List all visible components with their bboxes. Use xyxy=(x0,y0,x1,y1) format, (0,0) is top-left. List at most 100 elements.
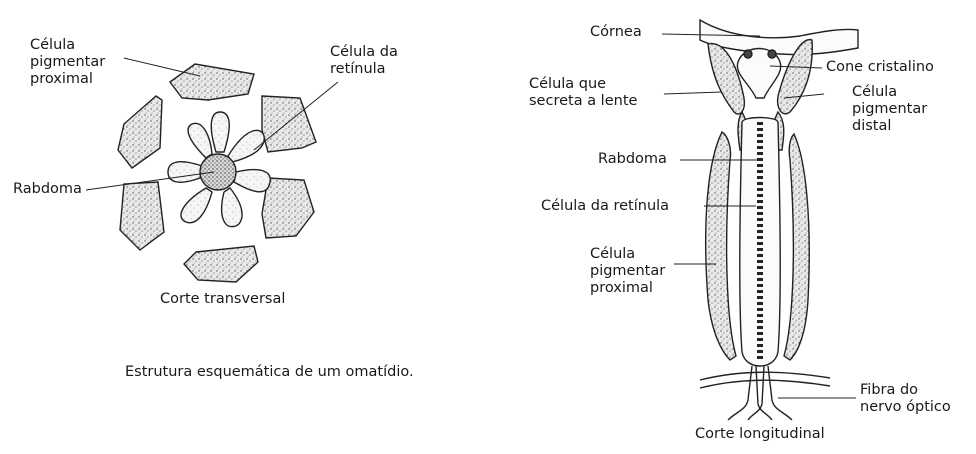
pigment-cell-lower-left xyxy=(119,181,165,251)
cone-nucleus-right xyxy=(767,49,777,59)
rabdoma-dash xyxy=(757,224,763,227)
transverse-section xyxy=(117,63,317,283)
label-proximal-line-3: proximal xyxy=(30,71,93,87)
caption-transverse: Corte transversal xyxy=(160,291,286,307)
pigment-cell-upper-left xyxy=(117,95,163,169)
label-proximal-cell-longitudinal: Célula pigmentar proximal xyxy=(590,246,665,297)
rabdoma-dash xyxy=(757,182,763,185)
leader-proximal xyxy=(123,57,201,77)
rabdoma-dash xyxy=(757,350,763,353)
rabdoma-dash xyxy=(757,218,763,221)
rabdoma-dash xyxy=(757,260,763,263)
nerve-fiber-center-l xyxy=(755,365,773,421)
label-lens-line-2: secreta a lente xyxy=(529,93,638,109)
crystalline-cone xyxy=(736,47,782,99)
label-lens-cell: Célula que secreta a lente xyxy=(529,76,637,110)
rabdoma-dash xyxy=(757,194,763,197)
longitudinal-section xyxy=(699,18,859,421)
label-retinula-longitudinal: Célula da retínula xyxy=(541,198,670,214)
nerve-fiber-right xyxy=(767,365,793,421)
retinula-column xyxy=(738,116,782,367)
pigment-cell-upper-right xyxy=(261,95,317,153)
rabdoma-dash xyxy=(757,236,763,239)
label-proximal-l-line-1: Célula xyxy=(590,246,636,262)
pigment-cell-lower-right xyxy=(261,177,315,239)
rabdoma-dash xyxy=(757,158,763,161)
leader-lens xyxy=(663,91,723,95)
rabdoma-dash xyxy=(757,122,763,125)
rabdoma-dash xyxy=(757,296,763,299)
label-distal-line-2: pigmentar xyxy=(852,101,928,117)
rabdoma-dash xyxy=(757,146,763,149)
rabdoma-dash xyxy=(757,332,763,335)
leader-cornea xyxy=(661,33,761,37)
leader-cone xyxy=(769,65,823,69)
rabdoma-dash xyxy=(757,200,763,203)
retinula-ring xyxy=(167,111,271,228)
label-rabdoma-transverse: Rabdoma xyxy=(13,181,82,197)
rabdoma-dash xyxy=(757,308,763,311)
label-optic-nerve: Fibra do nervo óptico xyxy=(860,382,951,416)
label-distal-line-3: distal xyxy=(852,118,892,134)
rabdoma-dash xyxy=(757,302,763,305)
rabdoma-dash xyxy=(757,314,763,317)
rabdoma-dash xyxy=(757,242,763,245)
rabdoma-dash xyxy=(757,212,763,215)
label-proximal-cell-transverse: Célula pigmentar proximal xyxy=(30,37,105,88)
rabdoma-center xyxy=(199,153,237,191)
nerve-fiber-center-r xyxy=(747,365,765,421)
proximal-cell-left xyxy=(705,130,737,361)
leader-rabdoma xyxy=(85,171,215,191)
label-proximal-line-2: pigmentar xyxy=(30,54,106,70)
rabdoma-dash xyxy=(757,248,763,251)
proximal-cell-right xyxy=(783,132,810,361)
caption-longitudinal: Corte longitudinal xyxy=(695,426,825,442)
rabdoma-dash xyxy=(757,278,763,281)
nerve-fiber-left xyxy=(727,365,753,421)
rabdoma-dash xyxy=(757,134,763,137)
rabdoma-longitudinal xyxy=(757,122,763,359)
basement-membrane-2 xyxy=(699,379,831,389)
cone-nucleus-left xyxy=(743,49,753,59)
label-retinula-line-1: Célula da xyxy=(330,44,398,60)
rabdoma-dash xyxy=(757,140,763,143)
label-nerve-line-1: Fibra do xyxy=(860,382,919,398)
rabdoma-dash xyxy=(757,266,763,269)
rabdoma-dash xyxy=(757,290,763,293)
transverse-leaders xyxy=(85,57,339,191)
rabdoma-dash xyxy=(757,128,763,131)
label-distal-line-1: Célula xyxy=(852,84,898,100)
label-distal-cell: Célula pigmentar distal xyxy=(852,84,927,135)
rabdoma-dash xyxy=(757,152,763,155)
pigment-cell-top xyxy=(169,63,255,101)
label-nerve-line-2: nervo óptico xyxy=(860,399,951,415)
lens-cell-right xyxy=(776,39,813,115)
rabdoma-dash xyxy=(757,230,763,233)
label-proximal-line-1: Célula xyxy=(30,37,76,53)
label-proximal-l-line-2: pigmentar xyxy=(590,263,666,279)
label-crystalline-cone: Cone cristalino xyxy=(826,59,934,75)
rabdoma-dash xyxy=(757,254,763,257)
rabdoma-dash xyxy=(757,344,763,347)
label-retinula-line-2: retínula xyxy=(330,61,386,77)
lens-cell-left xyxy=(707,43,746,115)
rabdoma-dash xyxy=(757,206,763,209)
rabdoma-dash xyxy=(757,338,763,341)
cornea xyxy=(699,18,859,56)
label-rabdoma-longitudinal: Rabdoma xyxy=(598,151,667,167)
rabdoma-dash xyxy=(757,272,763,275)
rabdoma-dash xyxy=(757,356,763,359)
rabdoma-dash xyxy=(757,320,763,323)
rabdoma-dash xyxy=(757,170,763,173)
leader-distal xyxy=(783,93,825,99)
rabdoma-dash xyxy=(757,188,763,191)
figure-caption: Estrutura esquemática de um omatídio. xyxy=(125,364,414,380)
rabdoma-dash xyxy=(757,284,763,287)
pigment-cell-bottom xyxy=(183,245,259,283)
label-proximal-l-line-3: proximal xyxy=(590,280,653,296)
rabdoma-dash xyxy=(757,176,763,179)
leader-retinula xyxy=(253,81,339,151)
basement-membrane xyxy=(699,371,831,381)
